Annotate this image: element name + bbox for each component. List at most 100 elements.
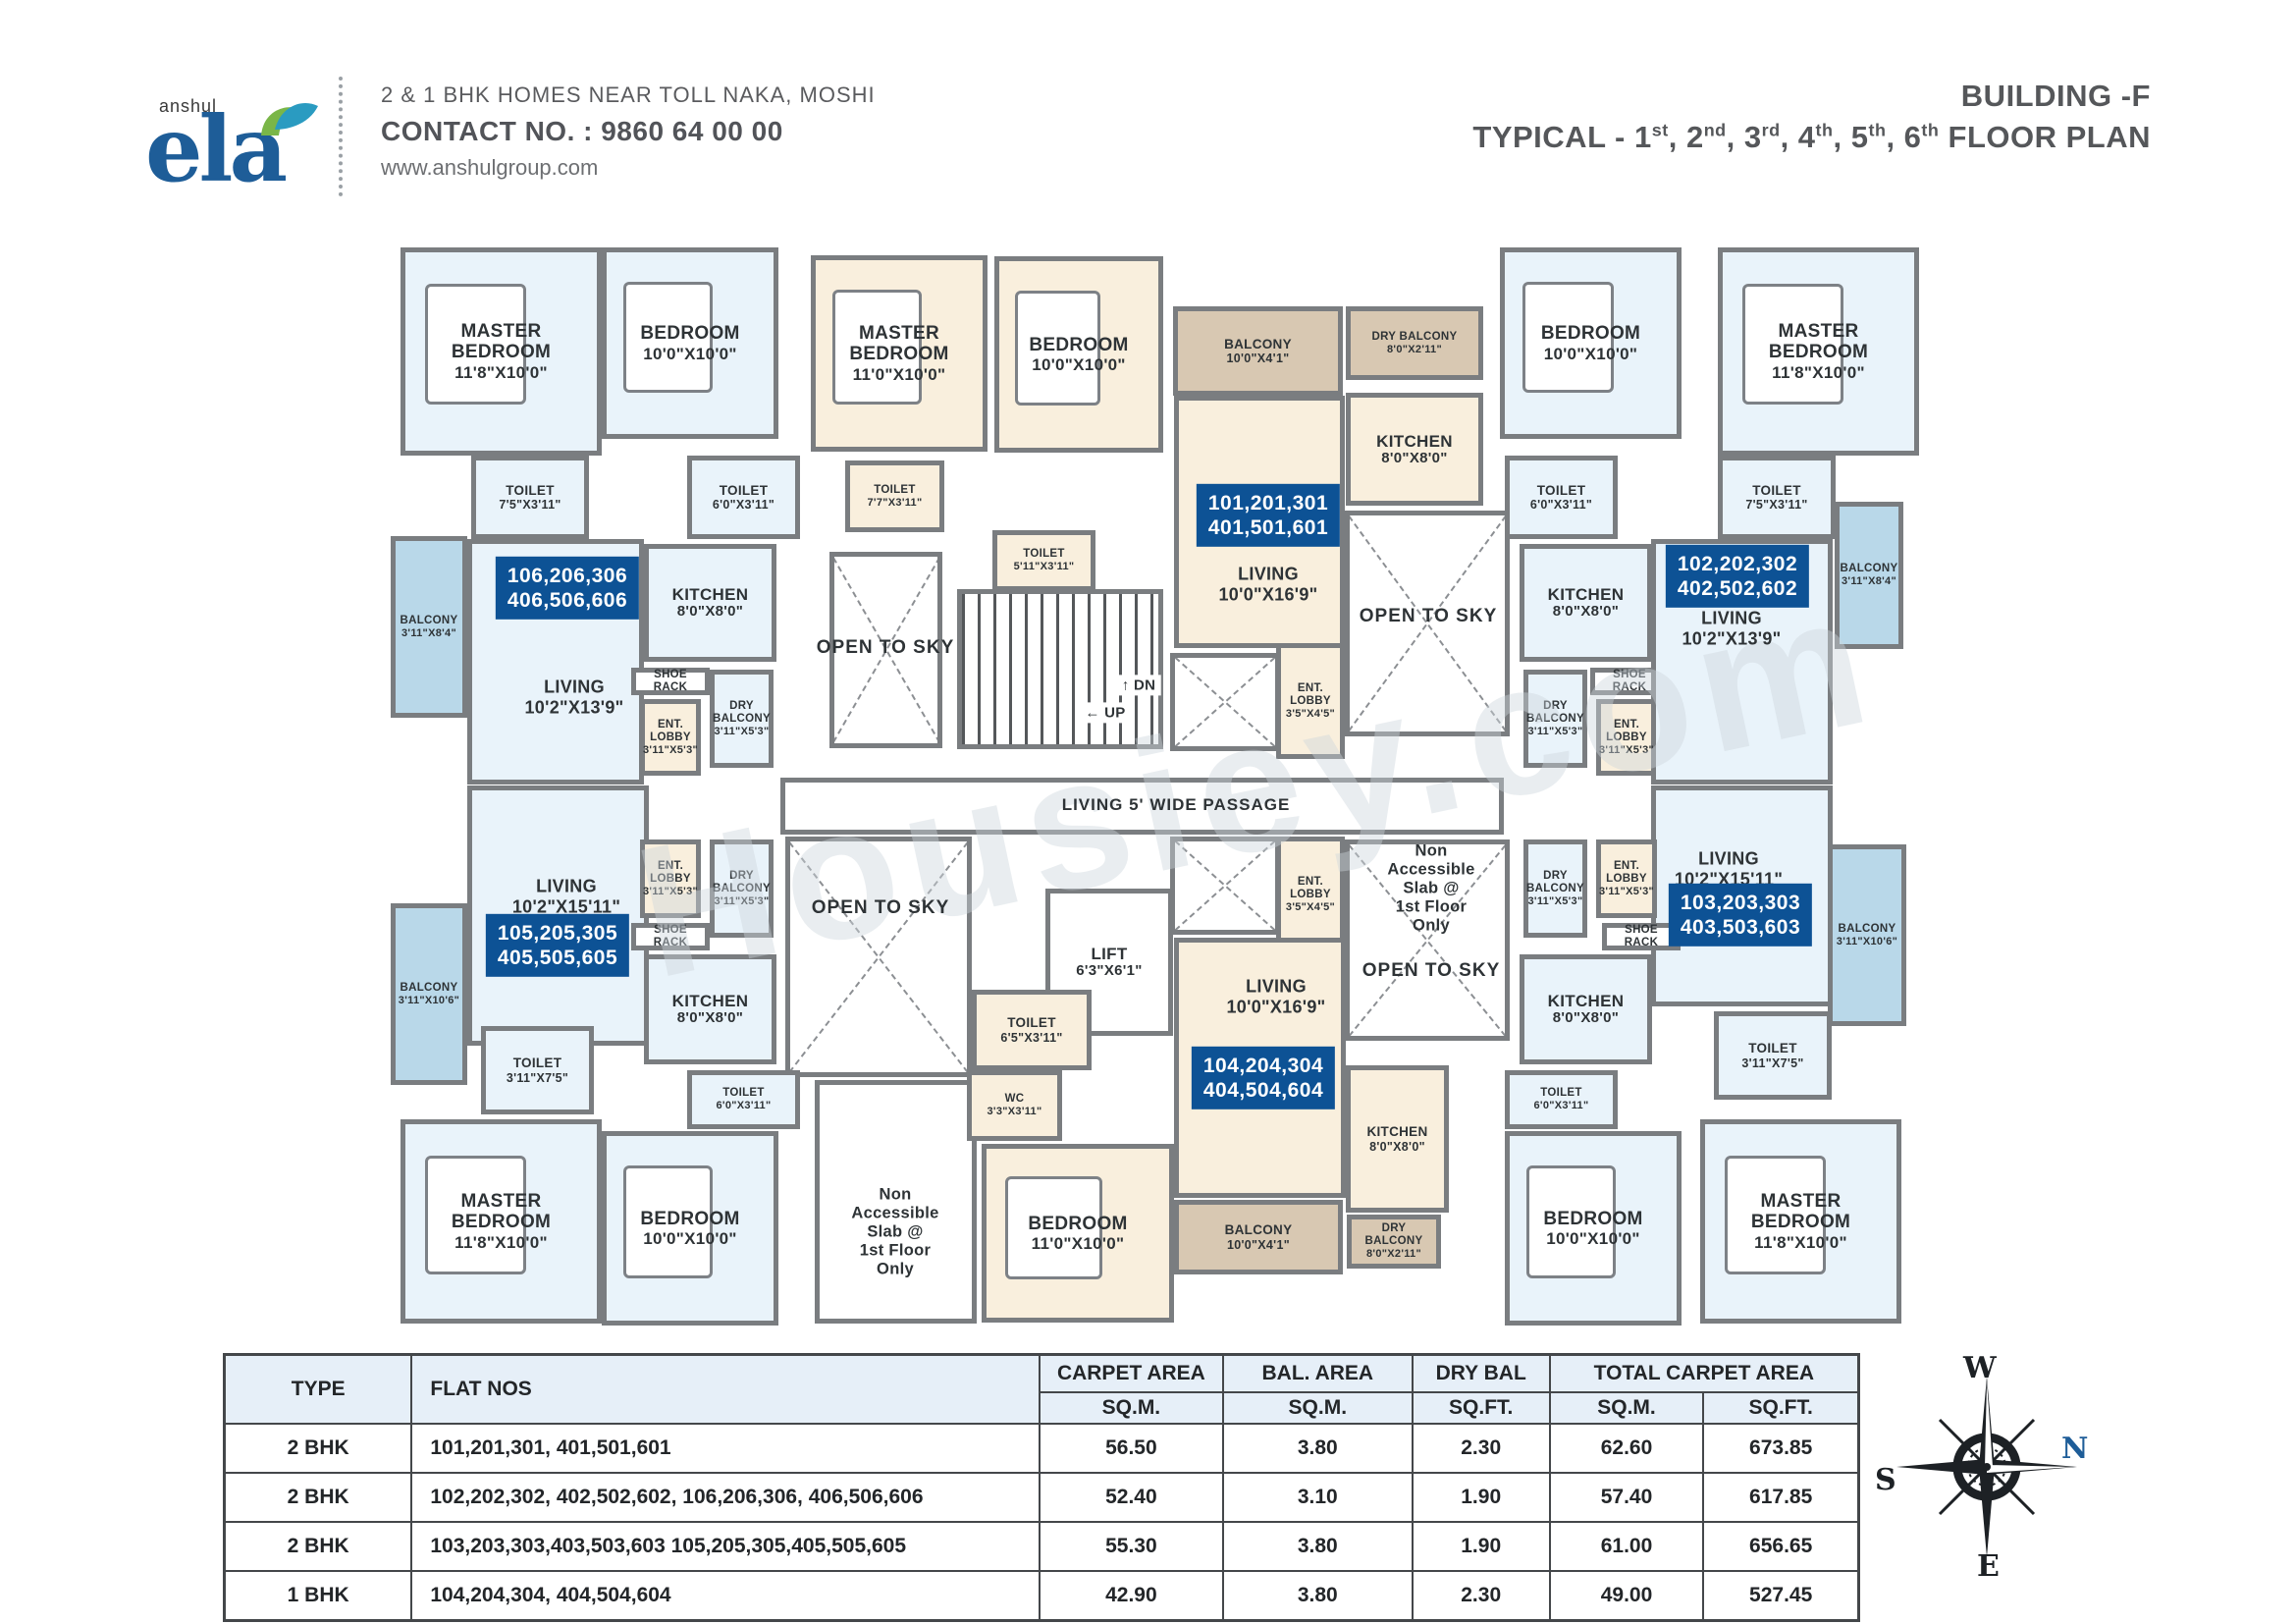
cell-r4-c2: 104,204,304, 404,504,604 (410, 1570, 1041, 1622)
stairs-up-label: ← UP (1080, 702, 1131, 724)
col-carpet-sqm: SQ.M. (1038, 1391, 1224, 1425)
plan-title-block: BUILDING -F TYPICAL - 1st, 2nd, 3rd, 4th… (1472, 79, 2151, 155)
building-title: BUILDING -F (1960, 79, 2151, 113)
floor-title-text: FLOOR PLAN (1939, 120, 2151, 154)
cell-r4-c5: 2.30 (1411, 1570, 1551, 1622)
compass-west-label: W (1963, 1351, 1997, 1385)
col-total-sqft: SQ.FT. (1702, 1391, 1860, 1425)
logo-anshul-text: anshul (159, 96, 218, 116)
open-to-sky-2-label: OPEN TO SKY (1359, 606, 1498, 627)
room-elevator-2 (1170, 837, 1280, 935)
floor-title-ordinal: rd (1761, 120, 1781, 140)
flat-badge-106: 106,206,306 406,506,606 (495, 556, 640, 621)
floor-title-text: TYPICAL - 1 (1472, 120, 1652, 154)
living-106-label: LIVING 10'2"X13'9" (524, 677, 624, 717)
compass-south-label: S (1875, 1463, 1896, 1497)
floor-title-text: , 3 (1726, 120, 1762, 154)
floor-title-ordinal: th (1815, 120, 1834, 140)
cell-r2-c3: 52.40 (1038, 1472, 1224, 1523)
col-carpet-area: CARPET AREA (1038, 1353, 1224, 1393)
cell-r4-c3: 42.90 (1038, 1570, 1224, 1622)
cell-r4-c6: 49.00 (1548, 1570, 1705, 1622)
logo-ela-text: ela (145, 96, 288, 202)
col-total-carpet-area: TOTAL CARPET AREA (1548, 1353, 1860, 1393)
floor-title: TYPICAL - 1st, 2nd, 3rd, 4th, 5th, 6th F… (1472, 120, 2151, 155)
col-bal-area: BAL. AREA (1221, 1353, 1414, 1393)
open-to-sky-1-label: OPEN TO SKY (816, 637, 955, 659)
cell-r2-c2: 102,202,302, 402,502,602, 106,206,306, 4… (410, 1472, 1041, 1523)
cell-r3-c1: 2 BHK (223, 1521, 413, 1572)
col-dry-sqft: SQ.FT. (1411, 1391, 1551, 1425)
living-105-label: LIVING 10'2"X15'11" (511, 876, 621, 916)
cell-r3-c7: 656.65 (1702, 1521, 1860, 1572)
floor-title-text: , 4 (1780, 120, 1816, 154)
cell-r4-c1: 1 BHK (223, 1570, 413, 1622)
area-table: TYPE FLAT NOS CARPET AREA BAL. AREA DRY … (223, 1353, 1860, 1622)
cell-r2-c5: 1.90 (1411, 1472, 1551, 1523)
header-tagline: 2 & 1 BHK HOMES NEAR TOLL NAKA, MOSHI (381, 82, 876, 107)
col-dry-bal: DRY BAL (1411, 1353, 1551, 1393)
cell-r3-c4: 3.80 (1221, 1521, 1414, 1572)
floor-title-ordinal: st (1651, 120, 1669, 140)
flat-badge-103: 103,203,303 403,503,603 (1668, 883, 1813, 947)
stairs-dn-label: ↑ DN (1116, 675, 1161, 696)
floor-title-ordinal: th (1921, 120, 1940, 140)
header-contact: CONTACT NO. : 9860 64 00 00 (381, 116, 783, 146)
room-shoe-rack-105: SHOE RACK (631, 923, 710, 950)
col-bal-sqm: SQ.M. (1221, 1391, 1414, 1425)
cell-r2-c4: 3.10 (1221, 1472, 1414, 1523)
